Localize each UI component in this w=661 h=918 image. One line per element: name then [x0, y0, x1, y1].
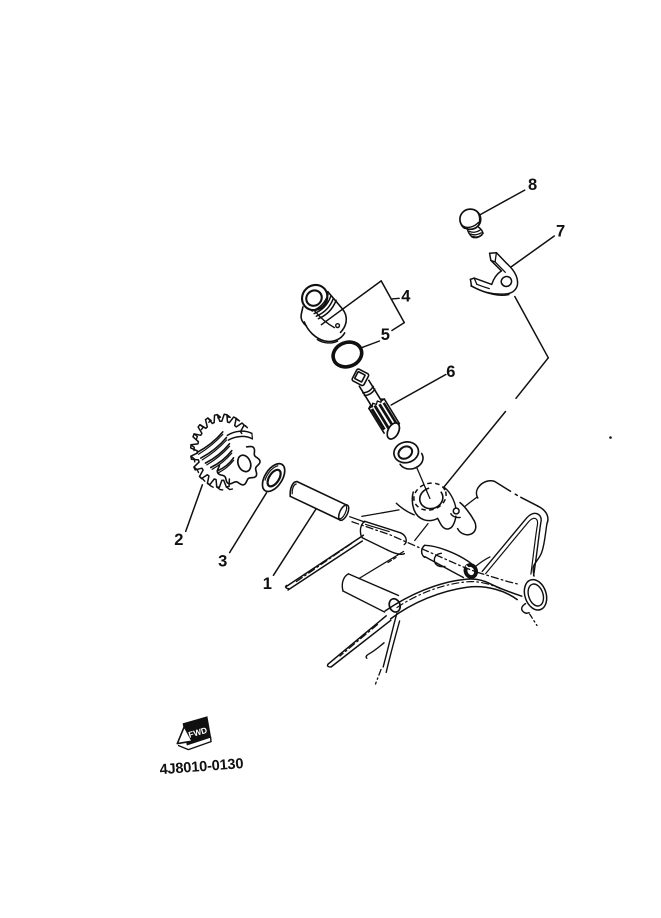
svg-text:4J8010-0130: 4J8010-0130: [159, 756, 244, 778]
svg-text:7: 7: [556, 223, 565, 241]
svg-text:5: 5: [381, 326, 390, 344]
svg-text:2: 2: [174, 531, 183, 549]
svg-text:3: 3: [218, 552, 227, 570]
svg-text:1: 1: [263, 575, 272, 593]
svg-text:6: 6: [446, 363, 455, 381]
svg-text:4: 4: [401, 287, 411, 305]
svg-text:8: 8: [528, 176, 537, 194]
